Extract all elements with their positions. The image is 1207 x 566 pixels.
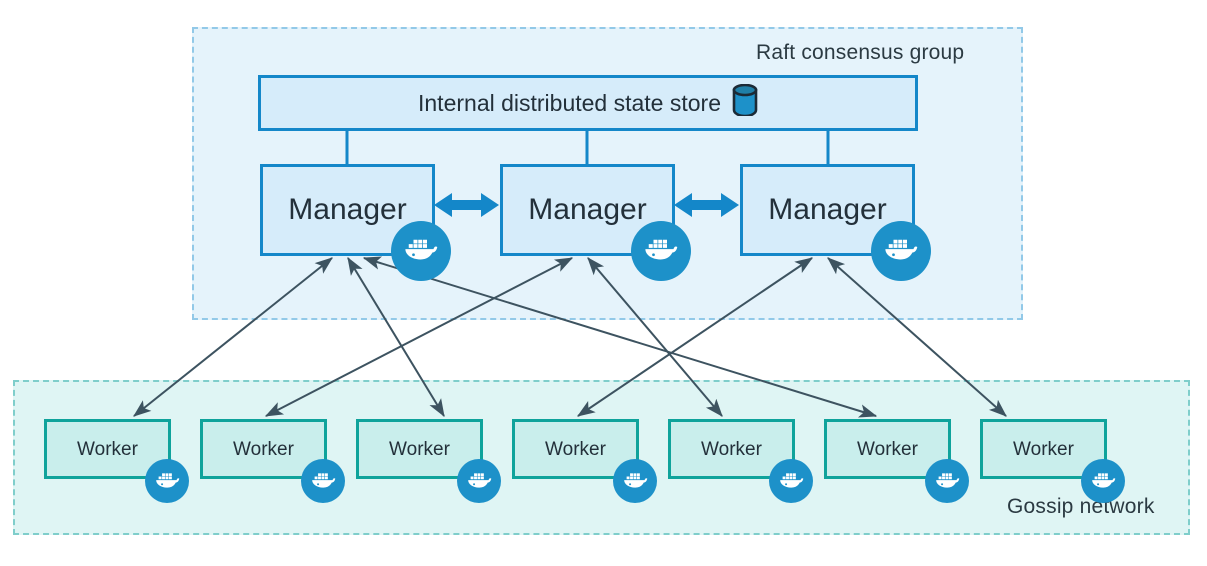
internal-state-store-box[interactable]: Internal distributed state store bbox=[258, 75, 918, 131]
state-store-label-row: Internal distributed state store bbox=[418, 83, 758, 122]
raft-group-label: Raft consensus group bbox=[756, 41, 965, 64]
docker-whale-icon bbox=[457, 459, 501, 503]
docker-whale-icon bbox=[145, 459, 189, 503]
manager-label: Manager bbox=[768, 193, 887, 226]
arrow-manager3-worker4 bbox=[577, 257, 813, 417]
docker-whale-icon bbox=[613, 459, 657, 503]
worker-node-3[interactable]: Worker bbox=[356, 419, 483, 479]
docker-whale-icon bbox=[1081, 459, 1125, 503]
worker-label: Worker bbox=[389, 438, 450, 460]
gossip-group-label: Gossip network bbox=[1007, 495, 1155, 518]
docker-whale-icon bbox=[925, 459, 969, 503]
worker-label: Worker bbox=[77, 438, 138, 460]
docker-whale-icon bbox=[871, 221, 931, 281]
worker-node-5[interactable]: Worker bbox=[668, 419, 795, 479]
docker-whale-icon bbox=[391, 221, 451, 281]
manager-label: Manager bbox=[288, 193, 407, 226]
worker-label: Worker bbox=[701, 438, 762, 460]
manager-peer-arrow-1 bbox=[434, 193, 499, 217]
worker-label: Worker bbox=[1013, 438, 1074, 460]
docker-whale-icon bbox=[769, 459, 813, 503]
arrow-manager3-worker7 bbox=[827, 257, 1007, 417]
state-store-label: Internal distributed state store bbox=[418, 89, 721, 116]
docker-whale-icon bbox=[301, 459, 345, 503]
store-to-manager-connectors bbox=[345, 131, 830, 164]
worker-label: Worker bbox=[857, 438, 918, 460]
arrow-manager2-worker2 bbox=[264, 257, 574, 417]
database-cylinder-icon bbox=[732, 83, 758, 122]
docker-whale-icon bbox=[631, 221, 691, 281]
worker-label: Worker bbox=[545, 438, 606, 460]
manager-label: Manager bbox=[528, 193, 647, 226]
manager-worker-arrows bbox=[133, 256, 1007, 418]
manager-peer-arrow-2 bbox=[674, 193, 739, 217]
worker-label: Worker bbox=[233, 438, 294, 460]
